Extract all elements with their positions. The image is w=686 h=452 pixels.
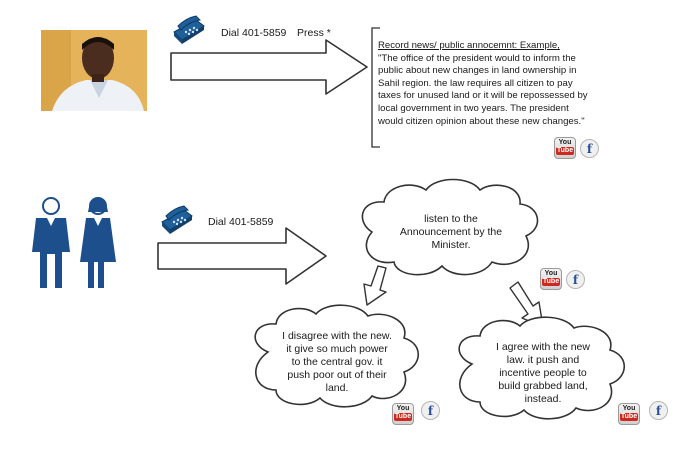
facebook-icon[interactable]: f — [649, 401, 668, 420]
youtube-icon[interactable]: You Tube — [392, 403, 414, 425]
youtube-you-label: You — [622, 405, 636, 412]
press-star-label: Press * — [297, 27, 331, 39]
arrow-to-agree — [509, 281, 544, 328]
listen-cloud — [361, 178, 539, 276]
facebook-icon[interactable]: f — [421, 401, 440, 420]
youtube-you-label: You — [396, 405, 410, 412]
top-flow-arrow — [170, 39, 368, 95]
youtube-icon[interactable]: You Tube — [540, 268, 562, 290]
disagree-cloud — [254, 304, 420, 408]
youtube-icon[interactable]: You Tube — [618, 403, 640, 425]
dial-number-label: Dial 401-5859 — [221, 27, 287, 39]
note-bracket — [371, 27, 380, 148]
youtube-tube-label: Tube — [541, 278, 561, 286]
note-body: "The office of the president would to in… — [378, 52, 588, 127]
youtube-you-label: You — [544, 270, 558, 277]
agree-cloud — [458, 316, 626, 420]
dial-number-label: Dial 401-5859 — [208, 216, 274, 228]
phone-icon — [173, 15, 205, 44]
bottom-flow-arrow — [157, 227, 327, 285]
note-heading: Record news/ public annocemnt: Example, — [378, 40, 560, 51]
youtube-icon[interactable]: You Tube — [554, 137, 576, 159]
listen-cloud-text: listen to the Announcement by the Minist… — [399, 213, 503, 251]
youtube-you-label: You — [558, 139, 572, 146]
people-icon — [32, 197, 116, 288]
presenter-photo — [41, 30, 147, 111]
announcement-note: Record news/ public annocemnt: Example, … — [378, 40, 590, 128]
arrow-to-disagree — [363, 265, 387, 306]
youtube-tube-label: Tube — [555, 147, 575, 155]
phone-icon — [161, 205, 193, 234]
disagree-cloud-text: I disagree with the new. it give so much… — [282, 330, 392, 394]
youtube-tube-label: Tube — [619, 413, 639, 421]
youtube-tube-label: Tube — [393, 413, 413, 421]
agree-cloud-text: I agree with the new law. it push and in… — [496, 341, 590, 405]
facebook-icon[interactable]: f — [580, 139, 599, 158]
facebook-icon[interactable]: f — [566, 270, 585, 289]
